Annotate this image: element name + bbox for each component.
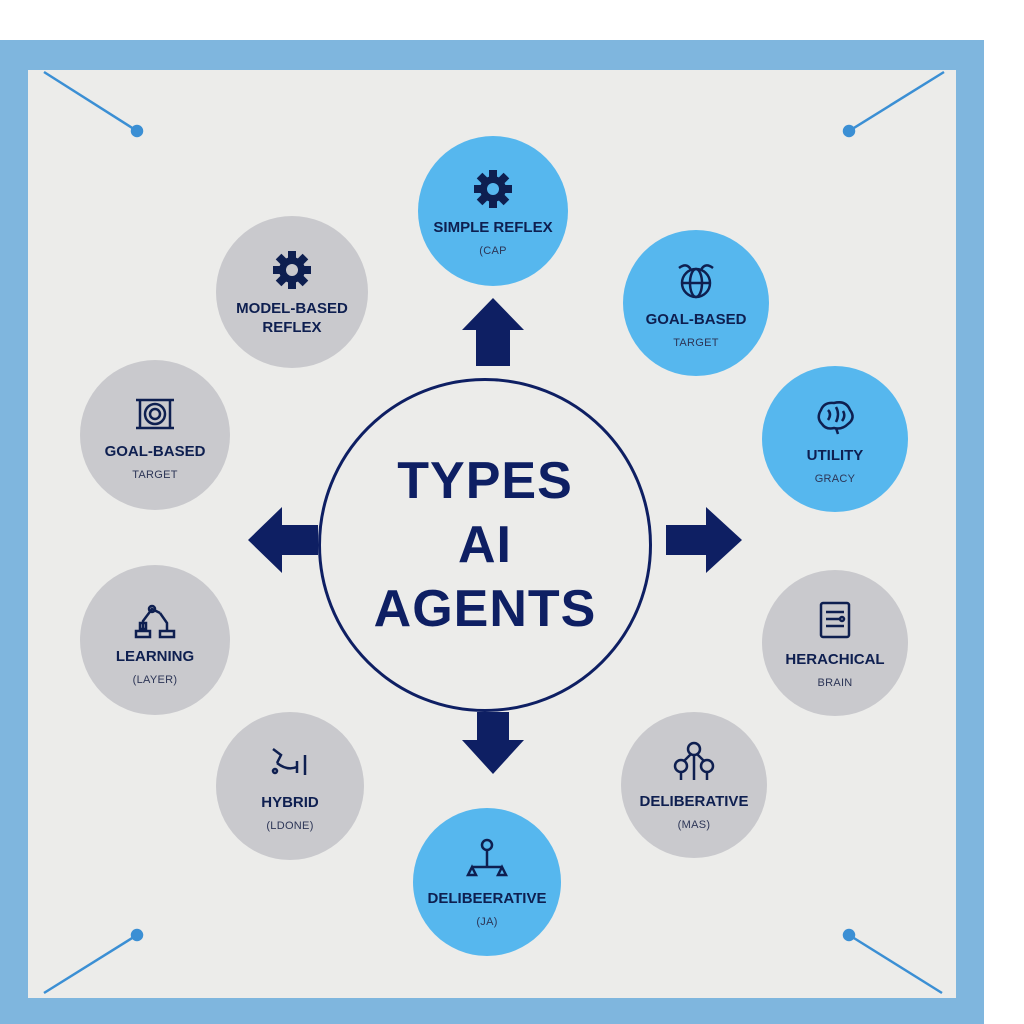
node-herachical: HERACHICAL BRAIN	[762, 570, 908, 716]
node-model-based-reflex: MODEL-BASED REFLEX	[216, 216, 368, 368]
center-title-line-2: AI	[458, 516, 512, 574]
node-subtitle: TARGET	[673, 336, 719, 349]
node-title: LEARNING	[115, 647, 195, 665]
node-subtitle: GRACY	[814, 472, 856, 485]
node-simple-reflex: SIMPLE REFLEX (CAP	[418, 136, 568, 286]
node-goal-based-left: GOAL-BASED TARGET	[80, 360, 230, 510]
node-title: HYBRID	[261, 793, 319, 811]
central-title-circle: TYPES AI AGENTS	[318, 378, 652, 712]
node-title: MODEL-BASED REFLEX	[236, 300, 348, 336]
balance-icon	[464, 837, 510, 883]
node-hybrid: HYBRID (LDONE)	[216, 712, 364, 860]
center-title-line-1: TYPES	[397, 452, 573, 510]
node-subtitle: (JA)	[476, 915, 498, 928]
node-delibeerative-bottom: DELIBEERATIVE (JA)	[413, 808, 561, 956]
network-icon	[671, 740, 717, 786]
node-title: SIMPLE REFLEX	[433, 218, 553, 236]
node-title: UTILITY	[806, 446, 864, 464]
node-utility: UTILITY GRACY	[762, 366, 908, 512]
brain-icon	[812, 394, 858, 440]
node-subtitle: (MAS)	[677, 818, 711, 831]
node-goal-based-right: GOAL-BASED TARGET	[623, 230, 769, 376]
node-subtitle: (LDONE)	[266, 819, 314, 832]
node-learning: LEARNING (LAYER)	[80, 565, 230, 715]
target-icon	[132, 390, 178, 436]
node-title: DELIBERATIVE	[639, 792, 749, 810]
node-title: GOAL-BASED	[645, 310, 747, 328]
node-title: HERACHICAL	[785, 650, 885, 668]
gear-icon	[470, 166, 516, 212]
node-title: DELIBEERATIVE	[427, 889, 547, 907]
globe-icon	[673, 258, 719, 304]
gear-icon	[269, 247, 315, 293]
node-deliberative-right: DELIBERATIVE (MAS)	[621, 712, 767, 858]
node-subtitle: BRAIN	[817, 676, 853, 689]
drone-icon	[267, 741, 313, 787]
center-title-line-3: AGENTS	[373, 580, 597, 638]
node-subtitle: (LAYER)	[132, 673, 178, 686]
document-icon	[812, 598, 858, 644]
node-title: GOAL-BASED	[104, 442, 206, 460]
robot-arm-icon	[132, 595, 178, 641]
node-subtitle: (CAP	[479, 244, 507, 257]
node-subtitle: TARGET	[132, 468, 178, 481]
